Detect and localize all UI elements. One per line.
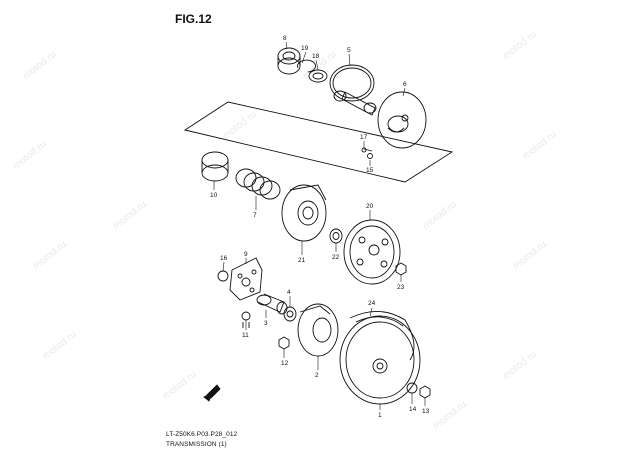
part-3-sleeve — [256, 293, 288, 315]
callout-12: 12 — [281, 360, 289, 367]
callout-17: 17 — [360, 134, 368, 141]
part-8-bearing — [277, 47, 301, 75]
part-10-cup — [201, 151, 229, 182]
part-20-clutch-housing — [343, 219, 401, 285]
callout-3: 3 — [264, 320, 268, 327]
callout-2: 2 — [315, 372, 319, 379]
callout-8: 8 — [283, 35, 287, 42]
part-16-washer — [217, 270, 229, 282]
callout-6: 6 — [403, 81, 407, 88]
front-arrow-icon — [203, 384, 221, 402]
callout-20: 20 — [366, 203, 374, 210]
part-23-nut — [395, 262, 407, 276]
figure-title: FIG.12 — [175, 12, 212, 26]
callout-24: 24 — [368, 300, 376, 307]
part-14-washer — [406, 382, 418, 394]
part-17-pin — [361, 147, 373, 153]
callout-21: 21 — [298, 257, 306, 264]
part-19-circlip — [297, 59, 316, 73]
callout-13: 13 — [422, 408, 430, 415]
callout-9: 9 — [244, 251, 248, 258]
part-21-clutch-shoe — [281, 184, 327, 242]
callout-22: 22 — [332, 254, 340, 261]
callout-23: 23 — [397, 284, 405, 291]
assembly-outline — [183, 101, 454, 183]
part-7-spring — [235, 168, 281, 200]
leader-lines — [213, 41, 426, 410]
callout-11: 11 — [242, 332, 249, 339]
part-24-belt — [349, 311, 415, 361]
callout-14: 14 — [409, 406, 417, 413]
part-4-washer — [283, 306, 297, 322]
part-13-nut — [419, 385, 431, 399]
part-15-roller — [367, 153, 373, 159]
part-18-seal — [308, 69, 328, 83]
callout-labels: 8 19 18 5 6 17 15 10 7 20 21 22 23 16 9 … — [210, 35, 430, 419]
callout-15: 15 — [366, 167, 374, 174]
part-9-drive-face — [229, 257, 263, 301]
callout-5: 5 — [347, 47, 351, 54]
part-22-washer — [329, 228, 343, 244]
part-5-driven-face — [329, 64, 377, 116]
part-12-nut — [278, 336, 290, 350]
figure-caption: TRANSMISSION (1) — [166, 441, 227, 448]
callout-10: 10 — [210, 192, 218, 199]
callout-18: 18 — [312, 53, 320, 60]
callout-4: 4 — [287, 289, 291, 296]
callout-1: 1 — [378, 412, 382, 419]
callout-19: 19 — [301, 45, 309, 52]
part-6-movable-driven-face — [377, 91, 427, 149]
figure-code: LT-Z50K6.P03.P28_012 — [166, 431, 238, 438]
callout-7: 7 — [253, 212, 257, 219]
part-2-movable-drive-face — [297, 303, 339, 357]
callout-16: 16 — [220, 255, 228, 262]
